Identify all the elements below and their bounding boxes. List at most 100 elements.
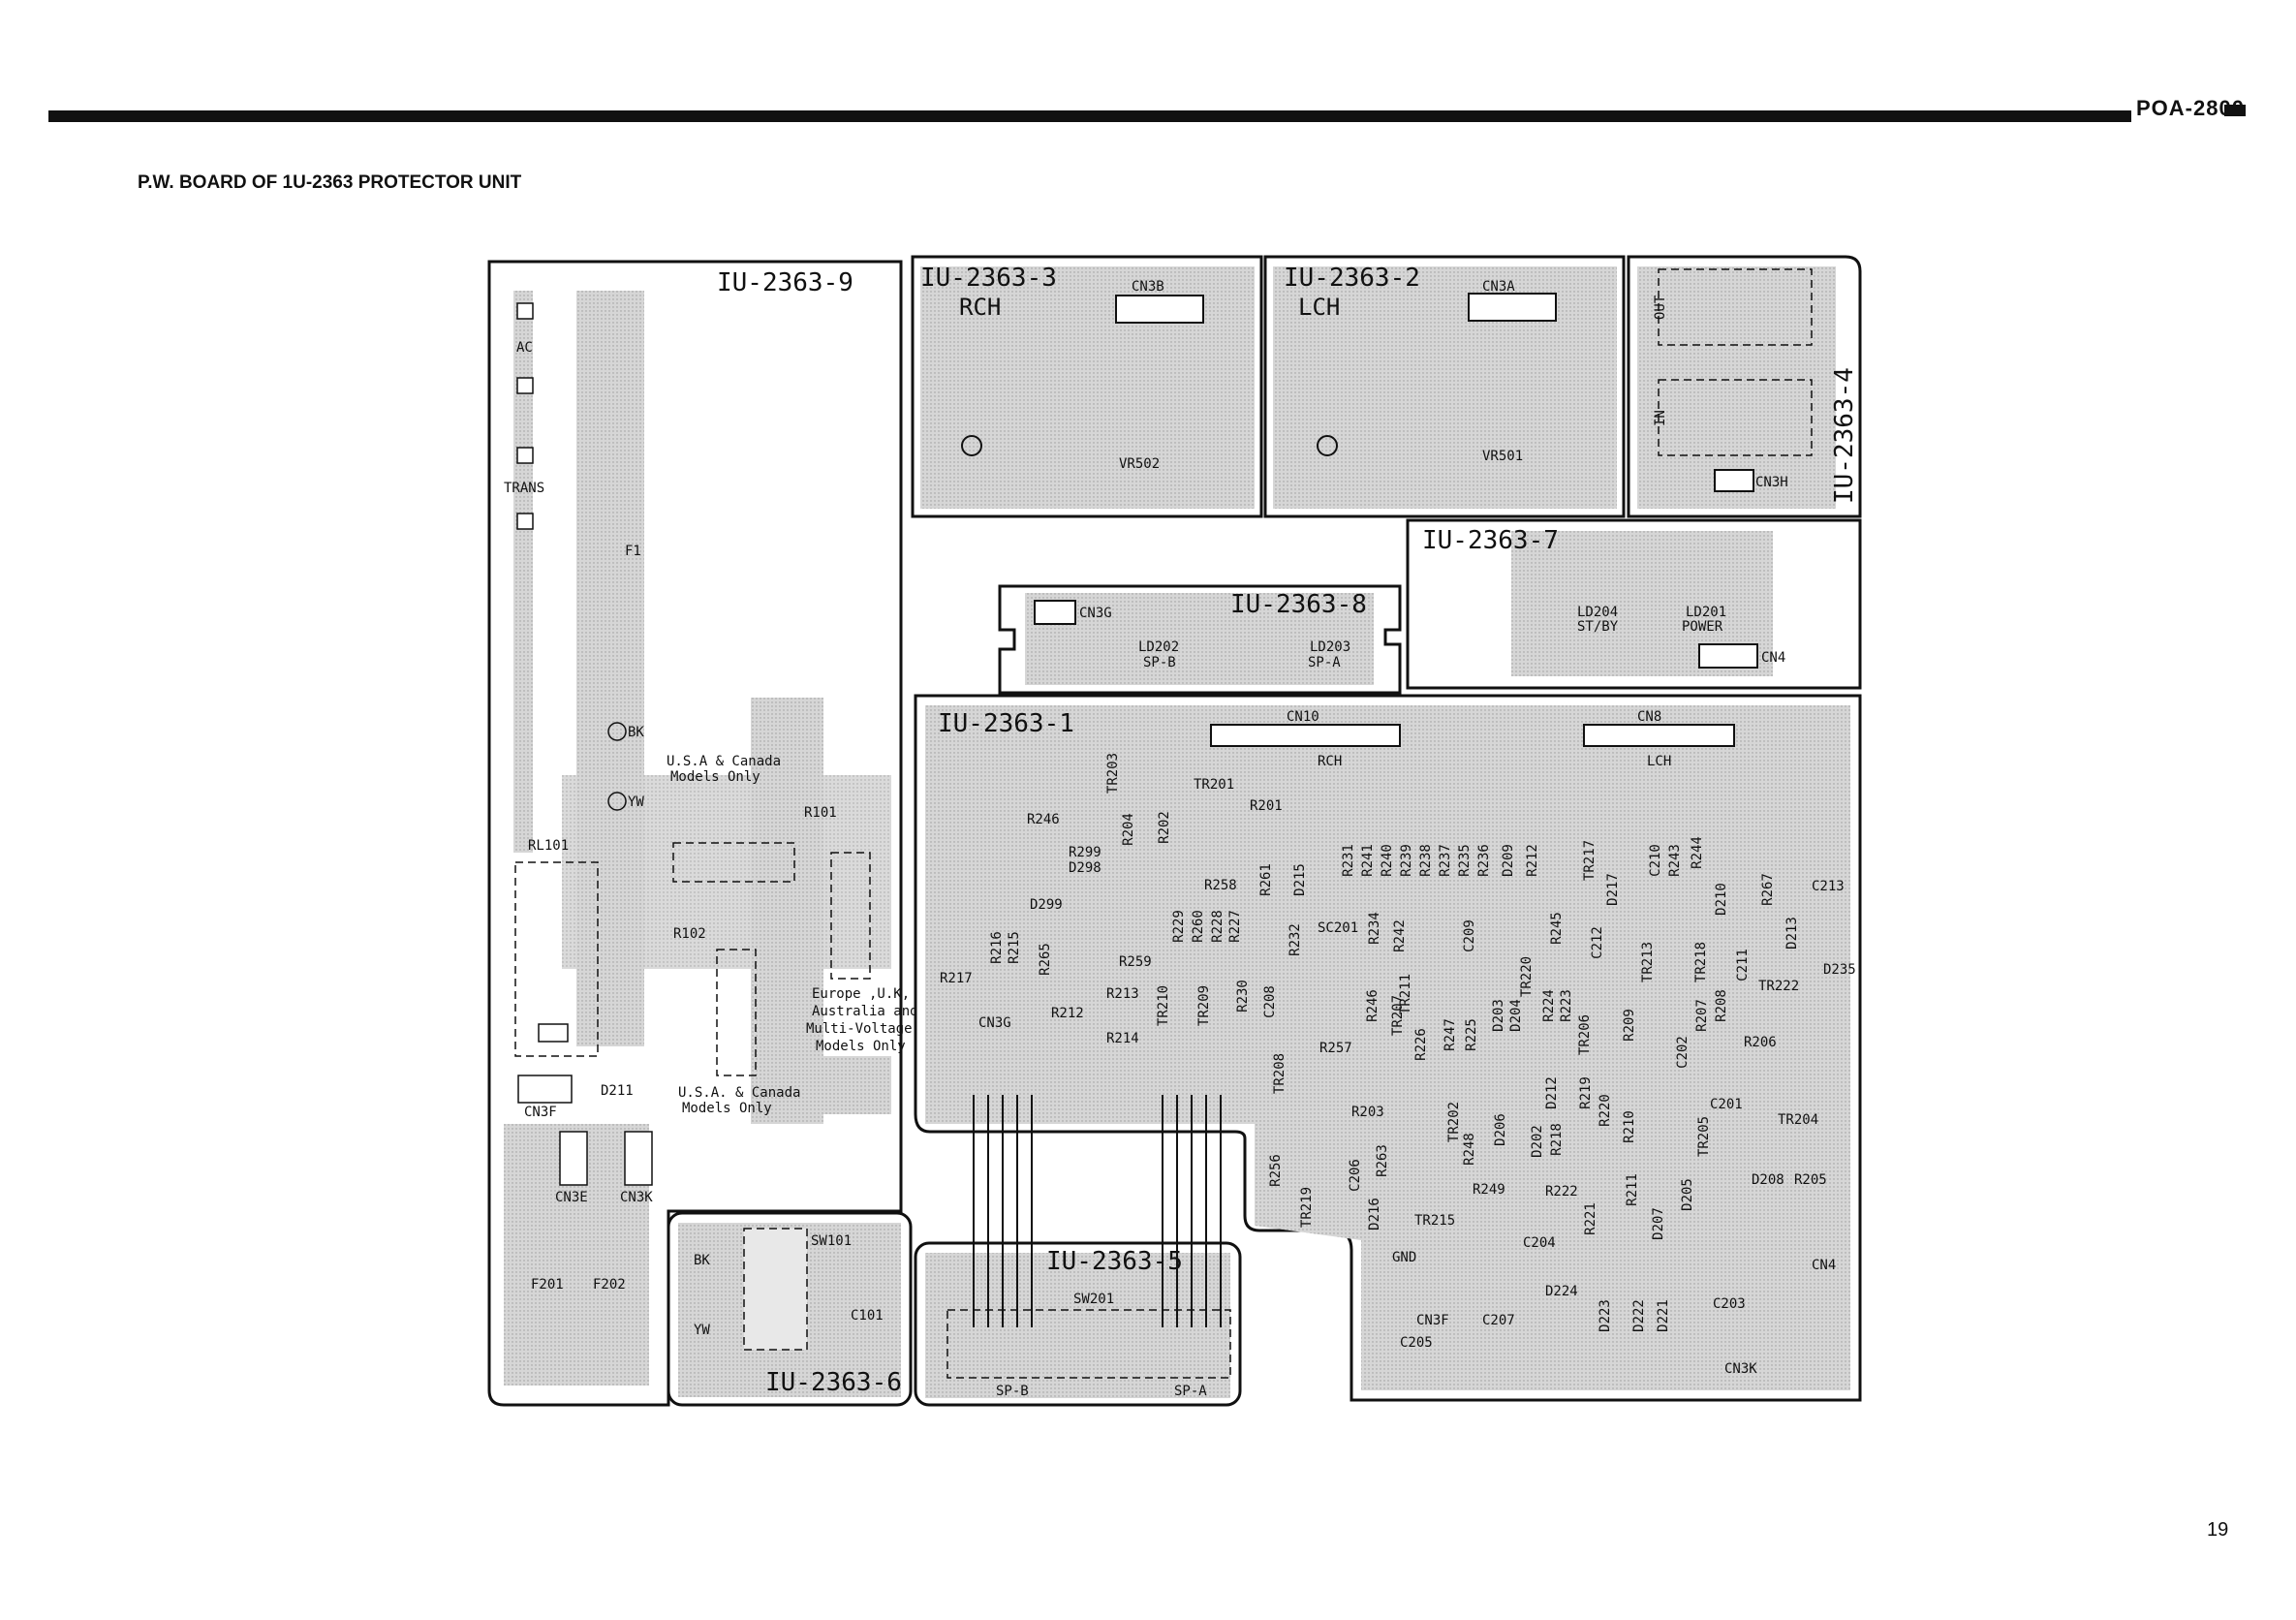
label-r216: R216 <box>988 931 1005 964</box>
r102-label: R102 <box>673 926 706 942</box>
label-tr205: TR205 <box>1696 1115 1713 1158</box>
f1-label: F1 <box>625 544 641 559</box>
label-d216: D216 <box>1366 1198 1382 1231</box>
label-r299: R299 <box>1069 845 1101 860</box>
label-c202: C202 <box>1674 1036 1691 1069</box>
label-d215: D215 <box>1291 863 1308 896</box>
label-r240: R240 <box>1379 844 1395 877</box>
r101-label: R101 <box>804 805 837 821</box>
label-r260: R260 <box>1190 910 1206 943</box>
usa1-label: U.S.A & Canada <box>667 754 781 769</box>
spb5-label: SP-B <box>996 1384 1029 1399</box>
ld204-sub-label: ST/BY <box>1577 619 1619 635</box>
label-r265: R265 <box>1037 943 1053 976</box>
label-d213: D213 <box>1784 917 1800 950</box>
label-c203: C203 <box>1713 1296 1746 1312</box>
board-7: IU-2363-7 LD204 ST/BY LD201 POWER CN4 <box>1406 518 1862 690</box>
out-label: OUT <box>1653 295 1668 320</box>
label-c209: C209 <box>1461 919 1477 952</box>
label-r230: R230 <box>1234 980 1251 1012</box>
ld204-label: LD204 <box>1577 605 1618 620</box>
label-r212b: R212 <box>1524 844 1540 877</box>
usa2-label: U.S.A. & Canada <box>678 1085 800 1101</box>
label-r227: R227 <box>1226 910 1243 943</box>
usa1b-label: Models Only <box>670 769 760 785</box>
eu4-label: Models Only <box>816 1039 906 1054</box>
label-c204: C204 <box>1523 1235 1556 1251</box>
label-cn3k: CN3K <box>1724 1361 1757 1377</box>
label-d209: D209 <box>1500 844 1516 877</box>
label-tr217: TR217 <box>1582 839 1598 882</box>
label-r228: R228 <box>1209 910 1226 943</box>
eu1-label: Europe ,U.K, <box>812 986 910 1002</box>
label-r204: R204 <box>1120 813 1136 846</box>
cn4-7-label: CN4 <box>1761 650 1785 666</box>
vr501-label: VR501 <box>1482 449 1523 464</box>
label-tr206: TR206 <box>1577 1013 1594 1056</box>
board-5: IU-2363-5 SW201 SP-B SP-A <box>914 1241 1242 1407</box>
label-r243: R243 <box>1666 844 1683 877</box>
label-r235: R235 <box>1456 844 1473 877</box>
label-r201: R201 <box>1250 798 1283 814</box>
label-r237: R237 <box>1437 844 1453 877</box>
label-r214: R214 <box>1106 1031 1139 1046</box>
board-3: IU-2363-3 RCH CN3B VR502 <box>911 255 1263 518</box>
bk-label: BK <box>628 725 644 740</box>
label-r207: R207 <box>1693 999 1710 1032</box>
label-r211: R211 <box>1624 1173 1640 1206</box>
cn10-label: CN10 <box>1287 709 1319 725</box>
cn3k-left-label: CN3K <box>620 1190 653 1205</box>
yw6-label: YW <box>694 1323 710 1338</box>
ld201-label: LD201 <box>1686 605 1726 620</box>
label-r231: R231 <box>1340 844 1356 877</box>
label-d298: D298 <box>1069 860 1101 876</box>
label-d224: D224 <box>1545 1284 1578 1299</box>
board-2-id: IU-2363-2 <box>1284 264 1420 293</box>
label-r259: R259 <box>1119 954 1152 970</box>
label-r247: R247 <box>1442 1018 1458 1051</box>
cn3e-label: CN3E <box>555 1190 588 1205</box>
sw201-label: SW201 <box>1073 1292 1114 1307</box>
label-r249: R249 <box>1473 1182 1505 1198</box>
ld203-label: LD203 <box>1310 639 1350 655</box>
label-tr210: TR210 <box>1156 984 1172 1027</box>
board-1: IU-2363-1 CN10 CN8 RCH LCH <box>914 694 1862 1402</box>
label-c212: C212 <box>1589 926 1605 959</box>
label-r234: R234 <box>1366 912 1382 945</box>
header-rule-end <box>2224 105 2246 116</box>
label-d221: D221 <box>1655 1299 1671 1332</box>
label-r224: R224 <box>1540 989 1557 1022</box>
label-c206: C206 <box>1347 1159 1363 1192</box>
board-4: OUT IN CN3H IU-2363-4 <box>1627 255 1862 518</box>
label-c201: C201 <box>1710 1097 1743 1112</box>
eu3-label: Multi-Voltage <box>806 1021 913 1037</box>
board-2: IU-2363-2 LCH CN3A VR501 <box>1263 255 1626 518</box>
label-r248: R248 <box>1461 1133 1477 1166</box>
lch2-label: LCH <box>1298 294 1340 321</box>
rl101-label: RL101 <box>528 838 569 854</box>
label-tr220: TR220 <box>1519 955 1536 998</box>
label-tr213: TR213 <box>1640 941 1657 983</box>
label-r202: R202 <box>1156 811 1172 844</box>
label-d203: D203 <box>1490 999 1506 1032</box>
label-r222: R222 <box>1545 1184 1578 1199</box>
label-r217: R217 <box>940 971 973 986</box>
ld201-sub-label: POWER <box>1682 619 1723 635</box>
page-number: 19 <box>2207 1519 2229 1541</box>
label-tr211: TR211 <box>1398 973 1414 1015</box>
trans-label: TRANS <box>504 481 544 496</box>
label-r263: R263 <box>1374 1144 1390 1177</box>
cn3a-label: CN3A <box>1482 279 1515 295</box>
label-r210: R210 <box>1621 1110 1637 1143</box>
label-c210: C210 <box>1647 844 1663 877</box>
label-d222: D222 <box>1630 1299 1647 1332</box>
label-d223: D223 <box>1597 1299 1613 1332</box>
label-d217: D217 <box>1604 873 1621 906</box>
label-d204: D204 <box>1507 999 1524 1032</box>
interconnect-wires <box>973 1095 1222 1327</box>
label-tr222: TR222 <box>1758 979 1800 994</box>
label-r215: R215 <box>1006 931 1022 964</box>
label-tr202: TR202 <box>1446 1101 1463 1143</box>
label-d208: D208 <box>1752 1172 1784 1188</box>
